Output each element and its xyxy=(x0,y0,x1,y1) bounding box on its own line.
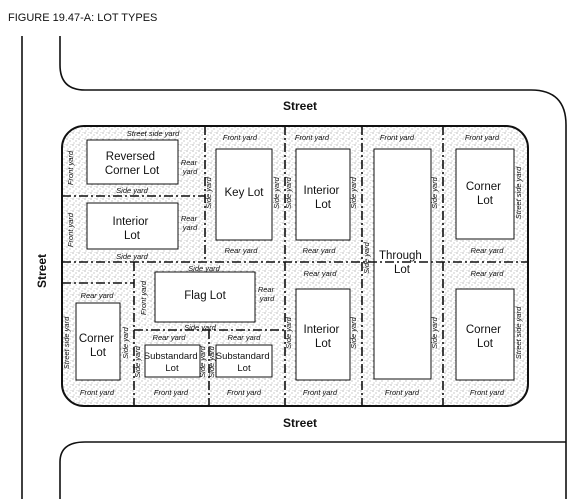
yard-label: Front yard xyxy=(470,388,505,397)
yard-label: Front yard xyxy=(154,388,189,397)
yard-label: Front yard xyxy=(223,133,258,142)
yard-label: Rear yard xyxy=(228,333,262,342)
yard-label: Front yard xyxy=(385,388,420,397)
lot-label-corner-top-right: Corner Lot xyxy=(466,181,504,207)
road-edge-bottom xyxy=(59,441,566,499)
lot-label-corner-bottom-right: Corner Lot xyxy=(466,324,504,350)
yard-label: Street side yard xyxy=(62,316,71,369)
lot-label-through: Through Lot xyxy=(379,250,425,276)
yard-label: Street side yard xyxy=(127,129,180,138)
yard-label: Front yard xyxy=(303,388,338,397)
road-edge-top xyxy=(59,36,567,499)
lot-label-reversed-corner: Reversed Corner Lot xyxy=(105,151,160,177)
yard-label-rear-yard: Rear yard xyxy=(181,158,199,176)
lot-label-interior-left: Interior Lot xyxy=(113,216,152,242)
yard-label: Side yard xyxy=(430,316,439,349)
yard-label-rear-yard: Rear yard xyxy=(258,285,276,303)
figure-title: FIGURE 19.47-A: LOT TYPES xyxy=(8,12,157,24)
yard-label: Front yard xyxy=(66,150,75,185)
yard-label: Side yard xyxy=(272,176,281,209)
building-flag xyxy=(154,271,256,323)
street-label-left: Street xyxy=(35,254,49,288)
yard-label: Side yard xyxy=(198,345,207,378)
lot-label-flag: Flag Lot xyxy=(184,290,226,302)
yard-labels: Street side yard Front yard Front yard F… xyxy=(62,129,523,397)
yard-label: Rear yard xyxy=(81,291,115,300)
yard-label: Front yard xyxy=(139,280,148,315)
yard-label: Side yard xyxy=(121,326,130,359)
yard-label: Side yard xyxy=(116,252,149,261)
building-corner-bottom-right xyxy=(455,288,515,381)
street-label-top: Street xyxy=(283,99,317,113)
yard-label: Rear yard xyxy=(304,269,338,278)
yard-label: Side yard xyxy=(204,176,213,209)
yard-label: Street side yard xyxy=(514,166,523,219)
building-substandard-2 xyxy=(215,344,273,378)
yard-label: Side yard xyxy=(284,316,293,349)
yard-label: Side yard xyxy=(349,316,358,349)
lot-label-interior-bottom: Interior Lot xyxy=(304,324,343,350)
yard-label: Side yard xyxy=(116,186,149,195)
yard-label: Side yard xyxy=(188,264,221,273)
yard-label: Rear yard xyxy=(153,333,187,342)
yard-label: Side yard xyxy=(349,176,358,209)
yard-label: Front yard xyxy=(80,388,115,397)
lot-label-substandard-2: Substandard Lot xyxy=(216,351,273,374)
lot-label-substandard-1: Substandard Lot xyxy=(144,351,201,374)
yard-label: Front yard xyxy=(380,133,415,142)
lot-lines xyxy=(62,126,528,406)
yard-label: Rear yard xyxy=(303,246,337,255)
yard-label: Rear yard xyxy=(471,246,505,255)
yard-label: Side yard xyxy=(362,241,371,274)
yard-label: Front yard xyxy=(295,133,330,142)
lot-label-key: Key Lot xyxy=(225,187,265,199)
yard-label: Side yard xyxy=(284,176,293,209)
building-interior-bottom xyxy=(295,288,351,381)
lot-label-corner-left: Corner Lot xyxy=(79,333,117,359)
yard-label: Side yard xyxy=(133,345,142,378)
yard-label: Rear yard xyxy=(471,269,505,278)
building-substandard-1 xyxy=(144,344,201,378)
yard-label: Side yard xyxy=(184,323,217,332)
yard-label-rear-yard: Rear yard xyxy=(181,214,199,232)
yard-label: Rear yard xyxy=(225,246,259,255)
building-interior-left xyxy=(86,202,179,250)
street-label-bottom: Street xyxy=(283,416,317,430)
yard-label: Front yard xyxy=(66,212,75,247)
yard-label: Side yard xyxy=(430,176,439,209)
building-through xyxy=(373,148,432,380)
yard-label: Front yard xyxy=(465,133,500,142)
yard-label: Side yard xyxy=(207,345,216,378)
lot-label-interior-top: Interior Lot xyxy=(304,185,343,211)
yard-label: Front yard xyxy=(227,388,262,397)
building-corner-left xyxy=(75,302,121,381)
building-reversed-corner xyxy=(86,139,179,185)
building-interior-top xyxy=(295,148,351,241)
building-corner-top-right xyxy=(455,148,515,240)
yard-label: Street side yard xyxy=(514,306,523,359)
building-key xyxy=(215,148,273,241)
